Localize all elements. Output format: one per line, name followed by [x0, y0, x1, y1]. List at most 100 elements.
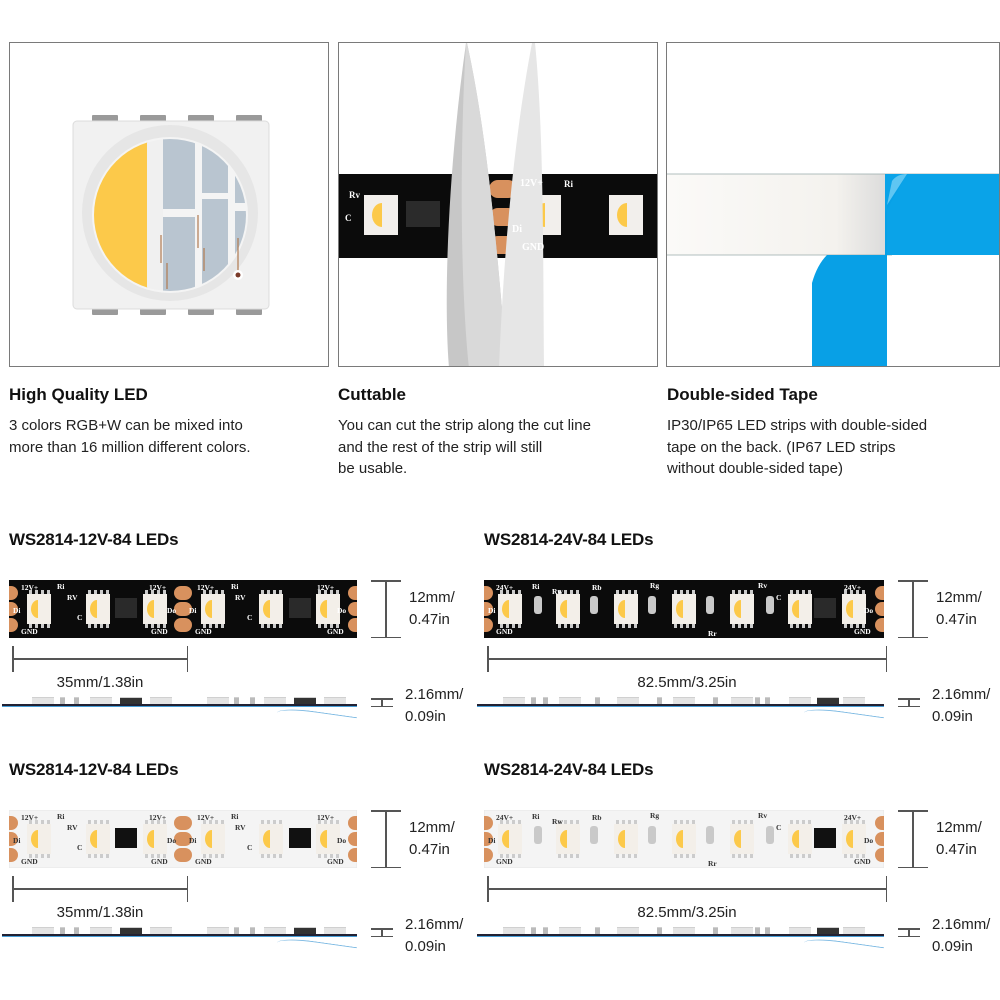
side-component — [294, 927, 316, 934]
led-pin — [35, 820, 38, 824]
led-pin — [802, 624, 805, 628]
rgbw-led — [86, 594, 110, 624]
resistor — [648, 826, 656, 844]
solder-pad — [484, 832, 493, 846]
side-component — [74, 697, 79, 704]
led-pin — [100, 854, 103, 858]
cut-strip-c-label: C — [345, 213, 352, 223]
led-pin — [209, 624, 212, 628]
led-pin — [151, 820, 154, 824]
led-pin — [88, 624, 91, 628]
rv-label: RV — [235, 823, 246, 832]
led-pin — [796, 590, 799, 594]
led-pin — [324, 624, 327, 628]
led-pin — [628, 590, 631, 594]
rgbw-led — [730, 824, 754, 854]
marker-line — [908, 698, 910, 707]
led-pin — [279, 820, 282, 824]
led-pin — [47, 854, 50, 858]
rgbw-led — [672, 594, 696, 624]
data-out-label: Do — [337, 836, 346, 845]
led-pin — [558, 624, 561, 628]
led-pin — [576, 590, 579, 594]
warm-white-die — [792, 600, 799, 618]
width-in: 0.47in — [936, 841, 977, 858]
voltage-label: 12V+ — [149, 813, 166, 822]
led-pin — [850, 854, 853, 858]
side-pcb — [477, 934, 884, 936]
solder-pad — [348, 586, 357, 600]
width-in: 0.47in — [409, 611, 450, 628]
side-component — [755, 927, 760, 934]
side-component — [559, 697, 581, 704]
led-pin — [732, 624, 735, 628]
data-out-label: Do — [337, 606, 346, 615]
led-pin — [35, 854, 38, 858]
rgbw-led — [788, 824, 812, 854]
led-pin — [622, 590, 625, 594]
resistor — [590, 596, 598, 614]
rgbw-led — [259, 594, 283, 624]
led-pin — [862, 820, 865, 824]
led-pin — [616, 624, 619, 628]
desc-line: be usable. — [338, 460, 408, 477]
gnd-label: GND — [327, 627, 344, 636]
rgbw-led — [498, 594, 522, 624]
led-pin — [203, 820, 206, 824]
led-pin — [634, 820, 637, 824]
side-component — [617, 927, 639, 934]
warm-white-die — [320, 600, 327, 618]
tape-peeled-liner — [812, 174, 907, 366]
led-pin — [558, 854, 561, 858]
driver-ic — [814, 598, 836, 618]
led-pin — [273, 854, 276, 858]
strip-shapes — [9, 580, 357, 638]
solder-pad — [174, 602, 192, 616]
led-pin — [850, 590, 853, 594]
led-pin — [850, 624, 853, 628]
led-pin — [844, 590, 847, 594]
led-pin — [336, 854, 339, 858]
width-dimension-label: 12mm/0.47in — [409, 817, 455, 861]
led-pin — [738, 590, 741, 594]
rb-label: Rb — [592, 583, 602, 592]
solder-pad — [875, 602, 884, 616]
side-tape-tail — [804, 706, 884, 732]
led-pin — [209, 854, 212, 858]
led-pin — [628, 820, 631, 824]
solder-pad — [174, 586, 192, 600]
width-dimension-label: 12mm/0.47in — [936, 587, 982, 631]
strip-side-profile — [477, 690, 884, 732]
rgbw-led — [614, 594, 638, 624]
solder-pad — [9, 586, 18, 600]
side-pcb — [2, 934, 357, 936]
rw-label: Rw — [552, 817, 563, 826]
led-pin — [330, 590, 333, 594]
side-component — [657, 697, 662, 704]
warm-white-die — [205, 830, 212, 848]
warm-white-die — [618, 830, 625, 848]
feature-title-double-sided-tape: Double-sided Tape — [667, 385, 818, 404]
led-pin — [215, 590, 218, 594]
desc-line: 3 colors RGB+W can be mixed into — [9, 417, 243, 434]
scissors-blade-front — [461, 43, 507, 366]
led-pin — [88, 820, 91, 824]
width-mm: 12mm/ — [936, 819, 982, 836]
led-pin — [692, 854, 695, 858]
led-pin — [261, 590, 264, 594]
led-pin — [29, 820, 32, 824]
led-pin — [88, 854, 91, 858]
solder-pad — [174, 618, 192, 632]
desc-line: without double-sided tape) — [667, 460, 843, 477]
rv-label: Rv — [758, 581, 767, 590]
led-pin — [622, 820, 625, 824]
led-pin — [318, 590, 321, 594]
voltage-label: 12V+ — [317, 583, 334, 592]
led-pin — [680, 624, 683, 628]
led-pin — [850, 820, 853, 824]
rgbw-led — [842, 594, 866, 624]
led-pin — [145, 820, 148, 824]
resistor — [706, 826, 714, 844]
side-component — [713, 697, 718, 704]
